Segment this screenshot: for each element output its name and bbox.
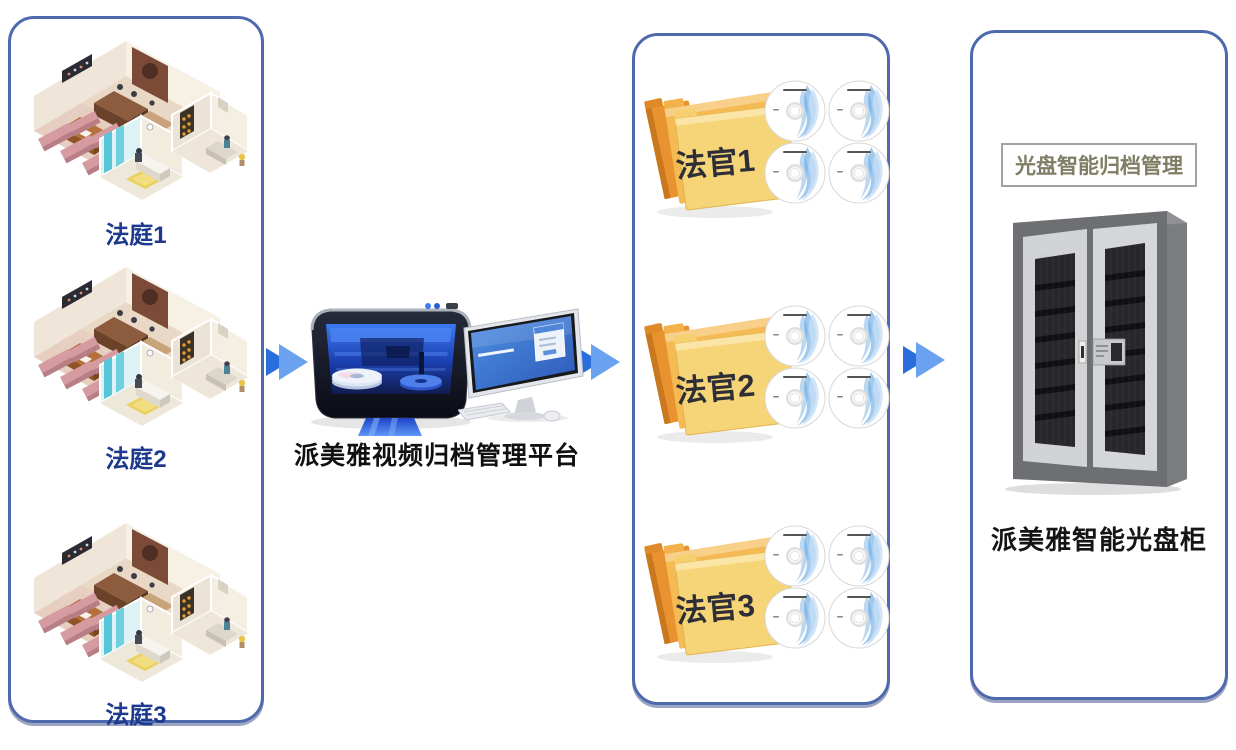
- judge-row: 法官2: [635, 289, 887, 469]
- courtrooms-panel: 法庭1 法庭2 法庭3: [8, 16, 264, 729]
- cd-disc-icon: [827, 304, 891, 368]
- courtroom-illustration: [21, 41, 251, 211]
- monitor-icon: [458, 304, 590, 424]
- judge-row: 法官1: [635, 64, 887, 244]
- cd-disc-icon: [763, 366, 827, 430]
- cd-disc-icon: [827, 366, 891, 430]
- disc-publisher-icon: [300, 294, 482, 438]
- cd-disc-icon: [763, 79, 827, 143]
- platform-label: 派美雅视频归档管理平台: [293, 442, 580, 470]
- cd-disc-icon: [763, 304, 827, 368]
- courtroom-illustration: [21, 523, 251, 693]
- cabinet-label: 派美雅智能光盘柜: [990, 525, 1207, 555]
- courtroom-label: 法庭2: [105, 446, 167, 473]
- cabinet-header-badge: 光盘智能归档管理: [1001, 143, 1197, 187]
- double-arrow-icon: [903, 340, 949, 380]
- cd-disc-icon: [827, 79, 891, 143]
- cd-disc-icon: [763, 141, 827, 205]
- judges-panel: 法官1 法官2 法官3: [632, 33, 890, 705]
- cd-disc-icon: [827, 141, 891, 205]
- cd-disc-icon: [763, 524, 827, 588]
- cabinet-panel: 光盘智能归档管理 派美雅智能光盘柜: [970, 30, 1228, 700]
- cd-disc-icon: [763, 586, 827, 650]
- courtroom-label: 法庭3: [105, 702, 167, 729]
- courtroom-illustration: [21, 267, 251, 437]
- disc-cabinet-illustration: [1001, 195, 1197, 497]
- courtroom-label: 法庭1: [105, 222, 167, 249]
- judge-row: 法官3: [635, 509, 887, 689]
- cd-disc-icon: [827, 524, 891, 588]
- cd-disc-icon: [827, 586, 891, 650]
